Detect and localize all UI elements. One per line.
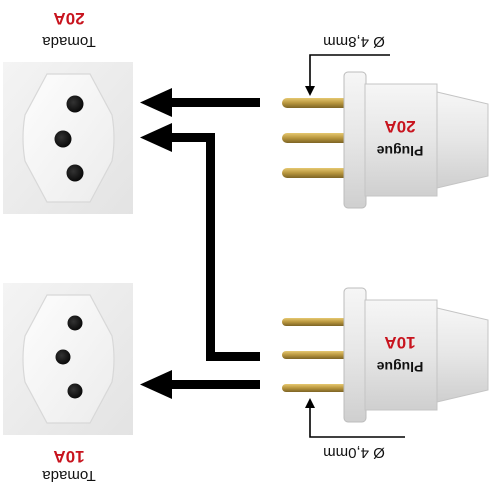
plug-top-flange <box>343 71 367 209</box>
socket-top-rating: 20A <box>53 9 85 28</box>
socket-top-name: Tomada <box>42 33 96 50</box>
plug-top-rating: 20A <box>384 117 416 136</box>
leader-bottom <box>309 406 405 438</box>
socket-bottom <box>3 283 133 435</box>
socket-top-hole-1 <box>66 95 84 113</box>
leader-top <box>309 54 390 88</box>
socket-bottom-hole-2 <box>55 349 71 365</box>
socket-top-hole-2 <box>54 130 72 148</box>
plug-bottom-pin-2 <box>282 351 350 359</box>
plug-bottom-pin-3 <box>282 384 350 392</box>
arrows <box>140 88 260 399</box>
plug-top-handle <box>436 91 489 189</box>
plug-top-pin-diameter: Ø 4,8mm <box>323 33 385 50</box>
socket-bottom-name: Tomada <box>42 467 96 484</box>
dimension-leaders <box>309 54 405 438</box>
leader-top-arrowhead <box>305 86 315 96</box>
plug-top-body <box>364 83 438 197</box>
arrow-bottom-to-bottom-socket <box>140 370 260 399</box>
plug-bottom <box>282 287 489 423</box>
plug-top <box>282 71 489 209</box>
arrow-top-to-top-socket <box>140 88 260 117</box>
socket-top <box>3 62 133 214</box>
socket-bottom-hole-1 <box>67 315 83 331</box>
plug-bottom-body <box>364 299 438 411</box>
plug-top-pin-1 <box>282 98 350 108</box>
arrow-bottom-plug-to-top-socket <box>140 123 260 361</box>
plug-top-pin-3 <box>282 168 350 178</box>
plug-bottom-handle <box>436 307 489 403</box>
socket-bottom-hole-3 <box>67 383 83 399</box>
leader-bottom-arrowhead <box>305 398 315 408</box>
plug-top-name: Plugue <box>376 143 424 159</box>
plug-bottom-name: Plugue <box>376 359 424 375</box>
socket-top-hole-3 <box>66 164 84 182</box>
plug-bottom-pin-diameter: Ø 4,0mm <box>323 444 385 461</box>
plug-bottom-flange <box>343 287 367 423</box>
plug-top-pin-2 <box>282 133 350 143</box>
plug-bottom-rating: 10A <box>384 333 416 352</box>
socket-bottom-rating: 10A <box>53 447 85 466</box>
plug-bottom-pin-1 <box>282 318 350 326</box>
